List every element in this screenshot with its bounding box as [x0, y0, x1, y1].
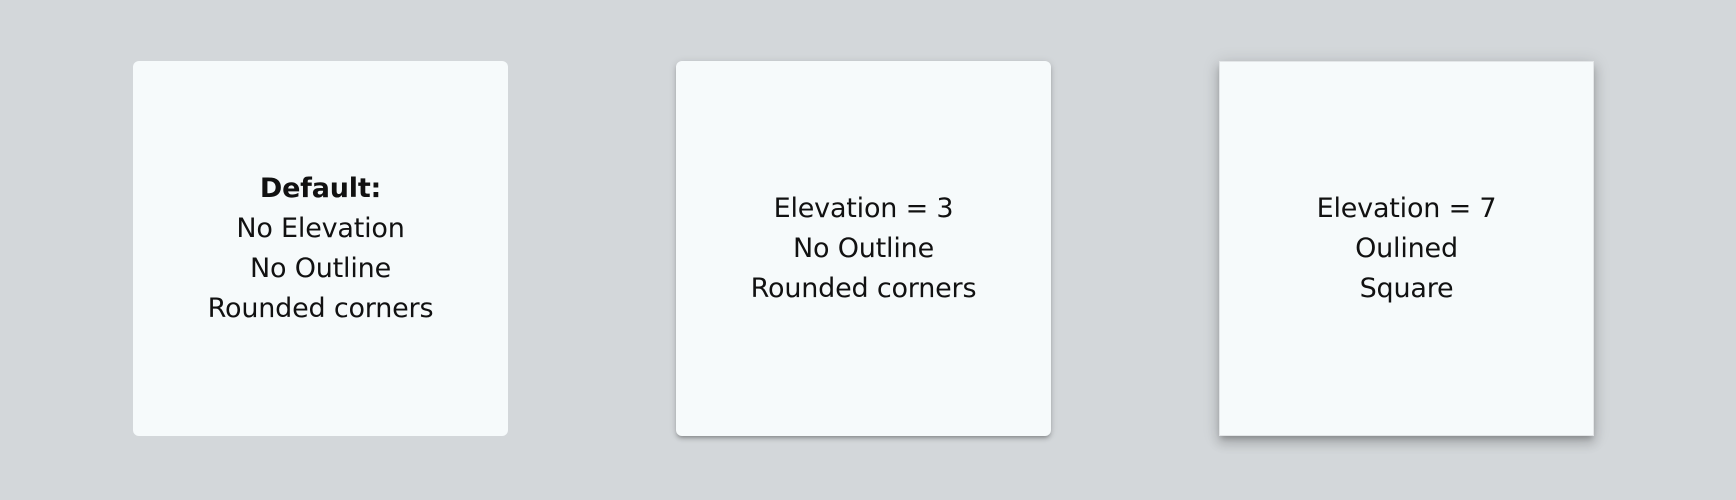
- card-line: Elevation = 7: [1316, 192, 1497, 224]
- card-heading: Default:: [259, 172, 382, 204]
- card-line: Oulined: [1355, 232, 1458, 264]
- card-line: Elevation = 3: [773, 192, 954, 224]
- card-line: Rounded corners: [207, 292, 434, 324]
- paper-elevation-3: Elevation = 3 No Outline Rounded corners: [676, 61, 1051, 436]
- card-line: Rounded corners: [750, 272, 977, 304]
- paper-elevation-7-text: Elevation = 7 Oulined Square: [1317, 189, 1497, 309]
- paper-default-text: Default: No Elevation No Outline Rounded…: [208, 169, 434, 329]
- card-line: No Elevation: [236, 212, 405, 244]
- paper-elevation-7-outlined: Elevation = 7 Oulined Square: [1219, 61, 1594, 436]
- card-line: No Outline: [793, 232, 934, 264]
- paper-default: Default: No Elevation No Outline Rounded…: [133, 61, 508, 436]
- card-line: No Outline: [250, 252, 391, 284]
- paper-elevation-3-text: Elevation = 3 No Outline Rounded corners: [751, 189, 977, 309]
- card-line: Square: [1359, 272, 1454, 304]
